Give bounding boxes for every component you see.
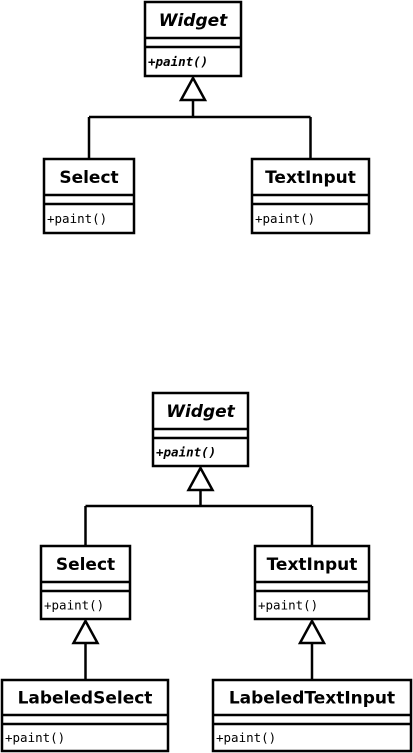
generalization-arrowhead <box>297 618 327 645</box>
class-name: TextInput <box>265 168 356 188</box>
class-select: Select +paint() <box>42 157 136 235</box>
class-method: +paint() <box>216 730 276 745</box>
class-labeledtextinput: LabeledTextInput +paint() <box>211 678 413 753</box>
generalization-arrowhead <box>71 618 100 645</box>
class-method: +paint() <box>148 54 208 69</box>
inheritance-links <box>87 75 312 159</box>
class-name: LabeledTextInput <box>229 689 395 709</box>
class-name: TextInput <box>267 555 358 575</box>
generalization-arrowhead <box>186 465 215 492</box>
generalization-arrowhead <box>178 75 208 102</box>
class-widget: Widget +paint() <box>143 0 243 78</box>
class-textinput: TextInput +paint() <box>253 544 371 621</box>
class-name: Widget <box>166 402 235 422</box>
class-method: +paint() <box>47 211 107 226</box>
inheritance-links <box>71 465 327 680</box>
class-name: Select <box>59 168 118 188</box>
class-method: +paint() <box>5 730 65 745</box>
class-diagram-1: Widget +paint() Select +paint() TextInput +pa… <box>42 0 371 235</box>
class-name: Select <box>56 555 115 575</box>
class-labeledselect: LabeledSelect +paint() <box>0 678 170 753</box>
class-textinput: TextInput +paint() <box>250 157 371 235</box>
class-name: LabeledSelect <box>18 689 153 709</box>
class-widget: Widget +paint() <box>151 391 250 468</box>
class-method: +paint() <box>258 598 318 613</box>
class-method: +paint() <box>255 211 315 226</box>
class-diagram-2: Widget +paint() Select +paint() TextInput +pa… <box>0 391 413 753</box>
class-name: Widget <box>159 11 228 31</box>
class-method: +paint() <box>44 598 104 613</box>
class-method: +paint() <box>156 445 216 460</box>
class-select: Select +paint() <box>39 544 132 621</box>
